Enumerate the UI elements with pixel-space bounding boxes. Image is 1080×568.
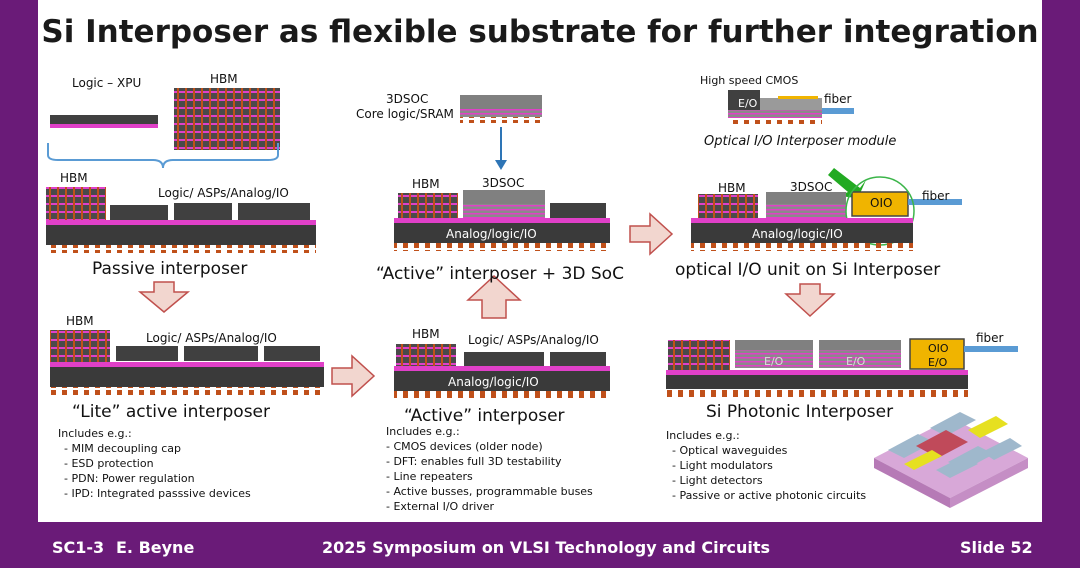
footer-slide-number: Slide 52 [960,538,1033,557]
slide-canvas: Si Interposer as flexible substrate for … [38,0,1042,522]
label-hbm-lite: HBM [66,314,94,328]
slide-title: Si Interposer as flexible substrate for … [41,14,1039,50]
label-eo-module: E/O [738,97,758,110]
list-item: - IPD: Integrated passsive devices [64,487,251,500]
caption-active-3dsoc: “Active” interposer + 3D SoC [376,264,624,284]
label-hbm-top: HBM [210,72,238,86]
label-analog-logic-io-optical: Analog/logic/IO [752,227,843,241]
active-3dsoc-diagram [394,95,610,251]
list-item: - CMOS devices (older node) [386,440,543,453]
label-fiber-photonic: fiber [976,331,1004,345]
label-eo-photonic-3: E/O [928,356,948,369]
label-oio-optical: OIO [870,196,893,210]
list-item: - DFT: enables full 3D testability [386,455,562,468]
label-3dsoc-core-line1: 3DSOC [386,92,429,106]
label-hbm-active: HBM [412,327,440,341]
list-item: - Line repeaters [386,470,473,483]
passive-interposer-diagram [46,88,316,253]
footer-symposium: 2025 Symposium on VLSI Technology and Ci… [322,538,771,557]
arrow-down-optical-to-photonic [784,283,836,318]
label-fiber-module: fiber [824,92,852,106]
caption-active-interposer: “Active” interposer [404,406,565,426]
list-item: - Passive or active photonic circuits [672,489,867,502]
slide-footer [0,522,1080,568]
list-active: Includes e.g.: - CMOS devices (older nod… [386,424,593,514]
list-item: - External I/O driver [386,500,495,513]
label-logic-xpu: Logic – XPU [72,76,142,90]
label-hbm-passive: HBM [60,171,88,185]
label-fiber-optical: fiber [922,189,950,203]
arrow-down-passive-to-lite [137,281,191,313]
list-heading: Includes e.g.: [666,429,740,442]
photonic-interposer-diagram [666,338,1028,508]
list-heading: Includes e.g.: [58,427,132,440]
label-oio-photonic: OIO [928,342,949,355]
lite-active-interposer-diagram [50,330,324,395]
footer-session-code: SC1-3 [52,538,105,557]
label-3dsoc: 3DSOC [482,176,525,190]
label-3dsoc-core-line2: Core logic/SRAM [356,107,454,121]
list-photonic: Includes e.g.: - Optical waveguides - Li… [666,428,866,503]
list-item: - Light modulators [672,459,773,472]
label-logic-asps-passive: Logic/ ASPs/Analog/IO [158,186,289,200]
caption-passive-interposer: Passive interposer [92,259,248,279]
list-item: - Light detectors [672,474,763,487]
optical-io-diagram [691,90,962,251]
label-high-speed-cmos: High speed CMOS [700,74,799,87]
caption-lite-active: “Lite” active interposer [72,402,270,422]
list-item: - MIM decoupling cap [64,442,182,455]
diagram-graphics [46,88,1028,508]
label-hbm-3dsoc: HBM [412,177,440,191]
footer-author: E. Beyne [116,538,195,557]
label-analog-logic-io-3dsoc: Analog/logic/IO [446,227,537,241]
list-heading: Includes e.g.: [386,425,460,438]
caption-photonic: Si Photonic Interposer [706,402,894,422]
arrow-up-active-to-3dsoc [466,274,522,319]
list-item: - Active busses, programmable buses [386,485,593,498]
label-3dsoc-optical: 3DSOC [790,180,833,194]
label-logic-asps-active: Logic/ ASPs/Analog/IO [468,333,599,347]
list-item: - ESD protection [64,457,154,470]
caption-optical-io: optical I/O unit on Si Interposer [675,260,941,280]
arrow-right-lite-to-active [331,354,376,398]
label-eo-photonic-1: E/O [764,355,784,368]
label-eo-photonic-2: E/O [846,355,866,368]
active-interposer-diagram [394,344,610,399]
list-lite: Includes e.g.: - MIM decoupling cap - ES… [58,426,251,501]
list-item: - Optical waveguides [672,444,788,457]
label-hbm-optical: HBM [718,181,746,195]
arrow-right-3dsoc-to-optical [629,212,674,256]
list-item: - PDN: Power regulation [64,472,195,485]
label-logic-asps-lite: Logic/ ASPs/Analog/IO [146,331,277,345]
label-analog-logic-io-active: Analog/logic/IO [448,375,539,389]
label-optical-module: Optical I/O Interposer module [704,134,897,149]
